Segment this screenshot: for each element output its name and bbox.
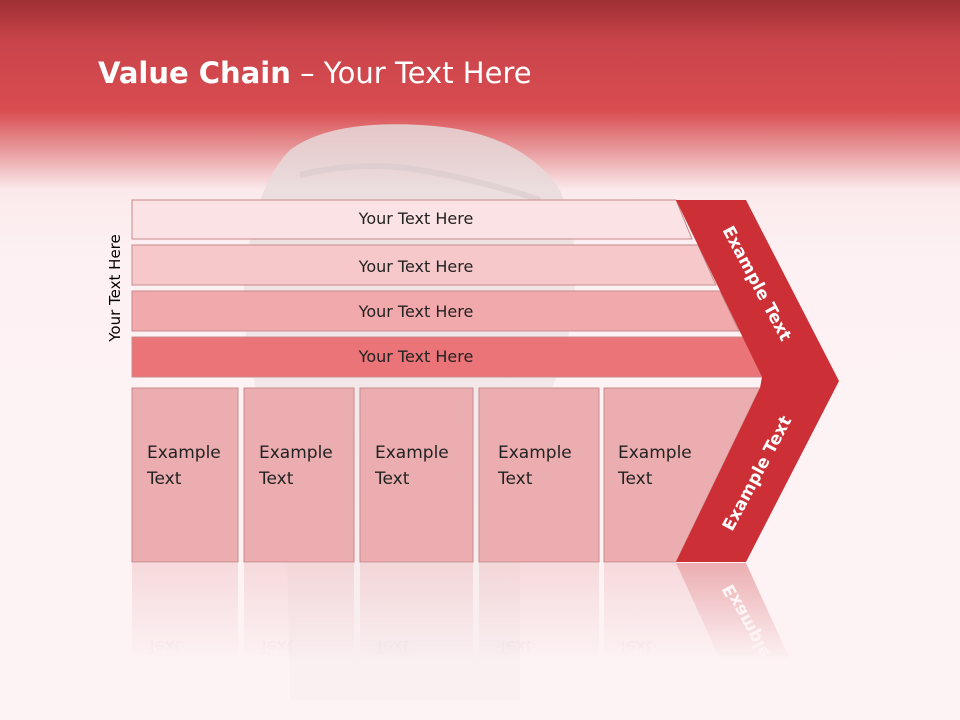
chevron-arrow xyxy=(676,200,839,562)
primary-box-2 xyxy=(243,387,355,563)
diagram-reflection: Example Text Example Text Example Text E… xyxy=(132,563,810,703)
bar-label-1: Your Text Here xyxy=(358,209,474,228)
reflection-text-6: Text xyxy=(374,636,410,656)
title-rest-part: – Your Text Here xyxy=(290,56,532,90)
primary-box-4 xyxy=(478,387,600,563)
reflection-text-5: Example xyxy=(375,660,449,680)
reflection-box-5 xyxy=(604,563,740,703)
support-bar-1 xyxy=(131,199,693,240)
reflection-chevron xyxy=(676,563,810,703)
reflection-text-9: Example xyxy=(618,660,692,680)
primary-box-3 xyxy=(359,387,474,563)
reflection-text-8: Text xyxy=(497,636,533,656)
bar-label-2: Your Text Here xyxy=(358,257,474,276)
support-bar-3 xyxy=(131,290,740,332)
title-bold-part: Value Chain xyxy=(98,56,291,90)
reflection-box-1 xyxy=(132,563,238,703)
reflection-text-3: Example xyxy=(259,660,333,680)
bar-label-3: Your Text Here xyxy=(358,302,474,321)
reflection-text-7: Example xyxy=(498,660,572,680)
reflection-text-4: Text xyxy=(258,636,294,656)
bar-label-4: Your Text Here xyxy=(358,347,474,366)
primary-box-1 xyxy=(131,387,239,563)
reflection-box-2 xyxy=(244,563,354,703)
reflection-box-4 xyxy=(479,563,599,703)
reflection-box-3 xyxy=(360,563,473,703)
slide-title: Value Chain – Your Text Here xyxy=(98,56,532,90)
reflection-text-2: Text xyxy=(146,636,182,656)
support-bar-2 xyxy=(131,244,717,286)
reflection-text-10: Text xyxy=(617,636,653,656)
reflection-text-1: Example xyxy=(147,660,221,680)
